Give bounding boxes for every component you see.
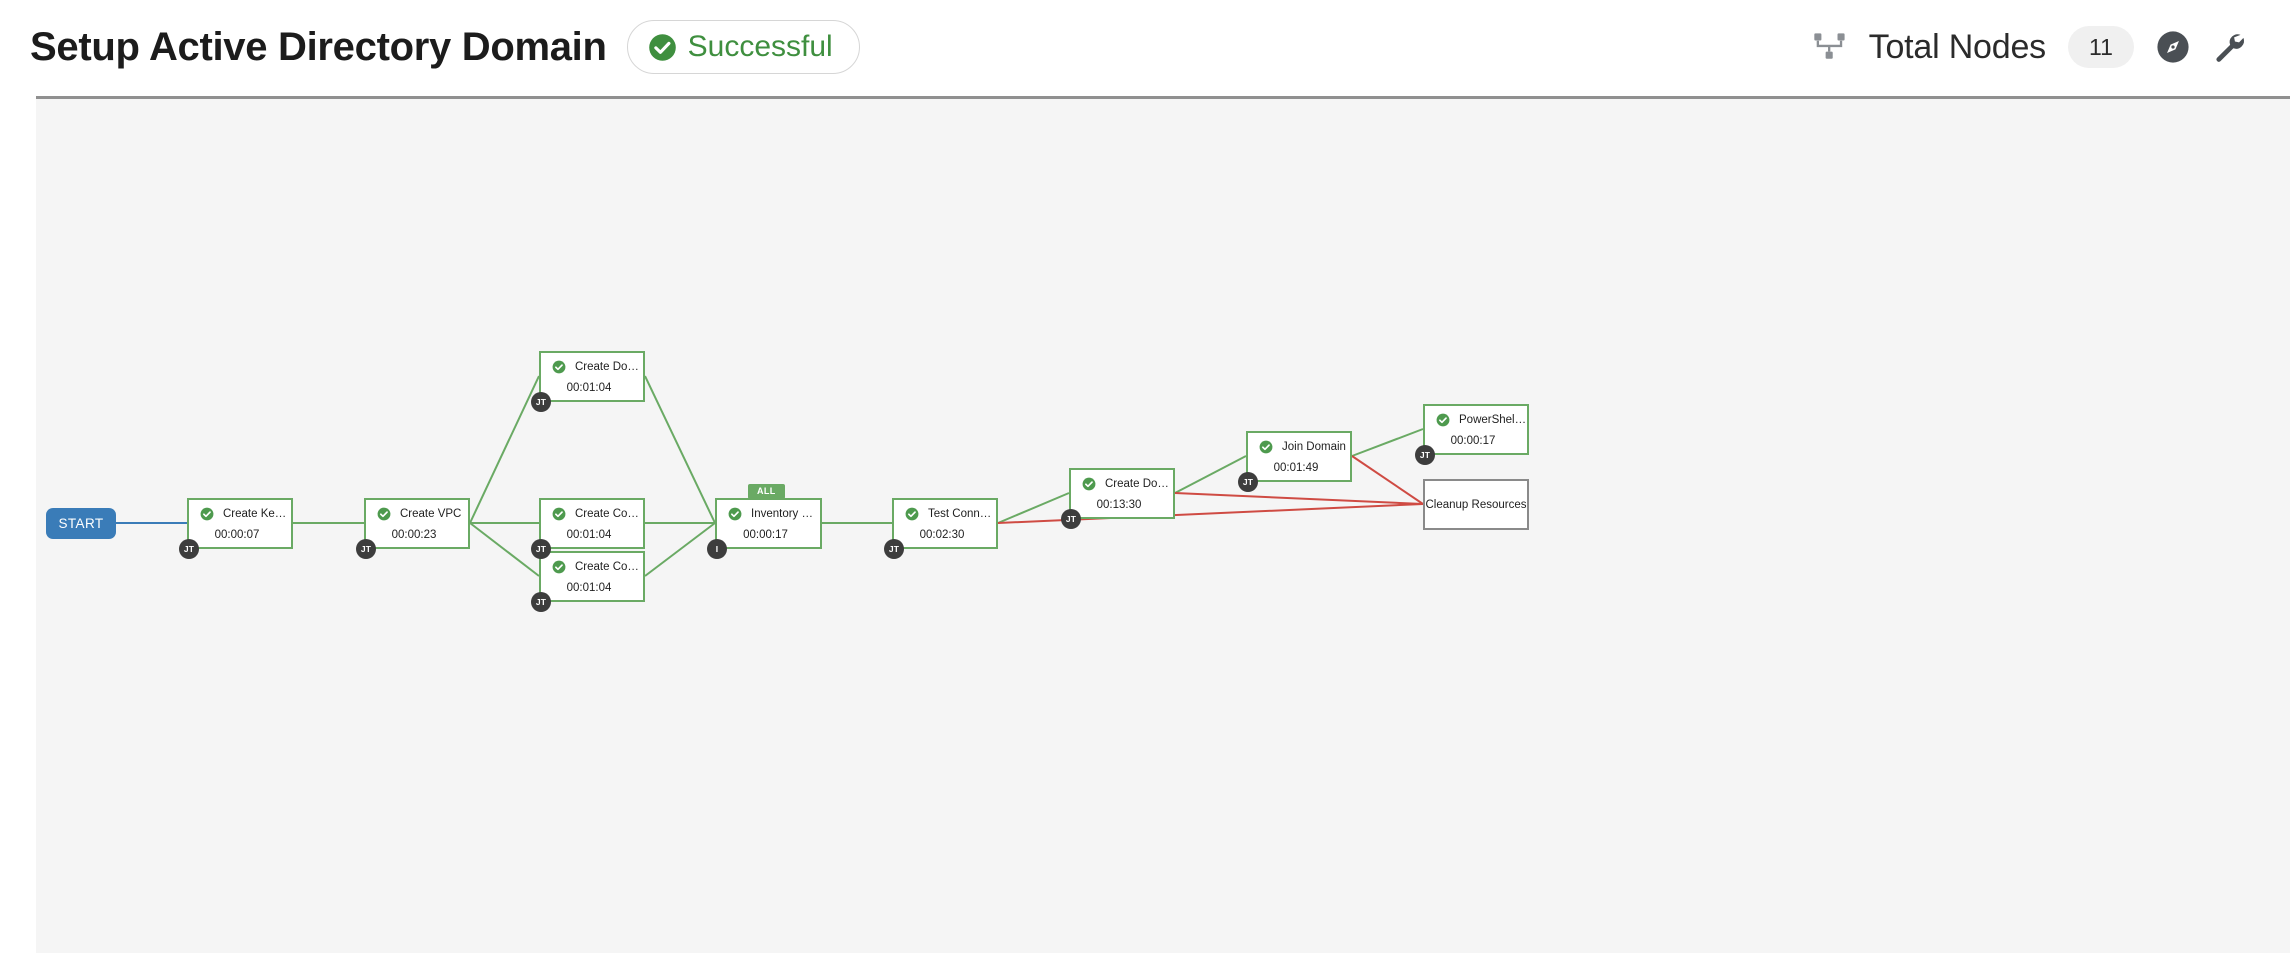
sitemap-icon: [1813, 33, 1845, 59]
node-header: Join Domain: [1248, 440, 1350, 454]
credential-badge-create-computer-1[interactable]: JT: [531, 539, 551, 559]
node-duration: 00:00:17: [743, 528, 788, 541]
node-header: Create Keypair: [189, 507, 291, 521]
node-create-computer-2[interactable]: Create Computer (2) 00:01:04: [539, 551, 645, 602]
credential-badge-test-connectivity[interactable]: JT: [884, 539, 904, 559]
check-circle-icon: [728, 507, 742, 520]
check-circle-icon: [377, 507, 391, 520]
status-badge: Successful: [626, 20, 860, 74]
node-title: Create Computer (1): [575, 507, 643, 520]
node-duration: 00:01:04: [566, 581, 612, 594]
node-create-domain[interactable]: Create Domain 00:13:30: [1069, 468, 1175, 519]
check-circle-icon: [1436, 413, 1450, 426]
edge-create-domain-to-join-domain: [1174, 455, 1247, 494]
start-node[interactable]: START: [46, 508, 116, 539]
node-title: Create Computer (2): [575, 560, 643, 573]
node-duration: 00:00:23: [391, 528, 437, 541]
check-circle-icon: [1259, 440, 1273, 453]
node-title: PowerShell Validation: [1459, 413, 1527, 426]
wrench-icon[interactable]: [2212, 30, 2246, 64]
node-title: Cleanup Resources: [1425, 498, 1527, 511]
credential-badge-create-keypair[interactable]: JT: [179, 539, 199, 559]
credential-badge-inventory-sync[interactable]: I: [707, 539, 727, 559]
node-create-keypair[interactable]: Create Keypair 00:00:07: [187, 498, 293, 549]
node-create-computer-1[interactable]: Create Computer (1) 00:01:04: [539, 498, 645, 549]
node-inventory-sync[interactable]: Inventory Sync 00:00:17: [715, 498, 822, 549]
node-title: Join Domain: [1282, 440, 1346, 453]
header-right-group: Total Nodes 11: [1813, 26, 2246, 68]
total-nodes-count: 11: [2068, 26, 2134, 68]
node-title: Create Domain: [1105, 477, 1173, 490]
node-duration: 00:00:17: [1450, 434, 1496, 447]
node-duration: 00:02:30: [919, 528, 965, 541]
node-header: Inventory Sync: [717, 507, 820, 521]
node-header: Create VPC: [366, 507, 468, 521]
page-title: Setup Active Directory Domain: [30, 24, 607, 69]
node-header: Create Computer (1): [541, 507, 643, 521]
node-header: Create Domain Contr...: [541, 360, 643, 374]
node-create-vpc[interactable]: Create VPC 00:00:23: [364, 498, 470, 549]
edge-test-connectivity-to-create-domain: [997, 492, 1070, 524]
edge-create-computer-2-to-inventory-sync: [644, 522, 716, 577]
credential-badge-create-domain[interactable]: JT: [1061, 509, 1081, 529]
node-duration: 00:01:04: [566, 528, 612, 541]
edge-join-domain-to-cleanup-resources: [1351, 455, 1424, 505]
credential-badge-create-domain-controller[interactable]: JT: [531, 392, 551, 412]
check-circle-icon: [552, 507, 566, 520]
edge-create-vpc-to-create-computer-2: [469, 522, 540, 577]
compass-icon[interactable]: [2156, 30, 2190, 64]
check-circle-icon: [1082, 477, 1096, 490]
node-test-connectivity[interactable]: Test Connectivity 00:02:30: [892, 498, 998, 549]
node-title: Create Keypair: [223, 507, 291, 520]
node-title: Create Domain Contr...: [575, 360, 643, 373]
edge-join-domain-to-powershell-validation: [1351, 428, 1424, 457]
check-circle-icon: [552, 560, 566, 573]
node-duration: 00:00:07: [214, 528, 260, 541]
node-powershell-validation[interactable]: PowerShell Validation 00:00:17: [1423, 404, 1529, 455]
edge-create-domain-controller-to-inventory-sync: [644, 375, 716, 524]
node-header: PowerShell Validation: [1425, 413, 1527, 427]
check-circle-icon: [905, 507, 919, 520]
node-title: Create VPC: [400, 507, 462, 520]
credential-badge-create-vpc[interactable]: JT: [356, 539, 376, 559]
node-duration: 00:01:49: [1273, 461, 1319, 474]
node-create-domain-controller[interactable]: Create Domain Contr... 00:01:04: [539, 351, 645, 402]
node-duration: 00:01:04: [566, 381, 612, 394]
edge-create-vpc-to-create-domain-controller: [469, 375, 540, 524]
check-circle-icon: [552, 360, 566, 373]
node-cleanup-resources[interactable]: Cleanup Resources: [1423, 479, 1529, 530]
total-nodes-label: Total Nodes: [1868, 27, 2047, 66]
status-badge-label: Successful: [687, 30, 833, 63]
node-title: Test Connectivity: [928, 507, 996, 520]
node-header: Create Domain: [1071, 477, 1173, 491]
node-header: Create Computer (2): [541, 560, 643, 574]
page-header: Setup Active Directory Domain Successful…: [0, 0, 2290, 94]
workflow-canvas[interactable]: START Create Keypair 00:00:07 JT Create …: [36, 96, 2290, 953]
edge-create-domain-to-cleanup-resources: [1174, 492, 1424, 505]
check-circle-icon: [200, 507, 214, 520]
node-title: Inventory Sync: [751, 507, 820, 520]
credential-badge-powershell-validation[interactable]: JT: [1415, 445, 1435, 465]
convergence-tag-all: ALL: [748, 484, 785, 499]
header-left-group: Setup Active Directory Domain Successful: [30, 20, 860, 74]
credential-badge-join-domain[interactable]: JT: [1238, 472, 1258, 492]
check-circle-icon: [648, 33, 676, 61]
credential-badge-create-computer-2[interactable]: JT: [531, 592, 551, 612]
node-header: Test Connectivity: [894, 507, 996, 521]
node-join-domain[interactable]: Join Domain 00:01:49: [1246, 431, 1352, 482]
node-duration: 00:13:30: [1096, 498, 1142, 511]
